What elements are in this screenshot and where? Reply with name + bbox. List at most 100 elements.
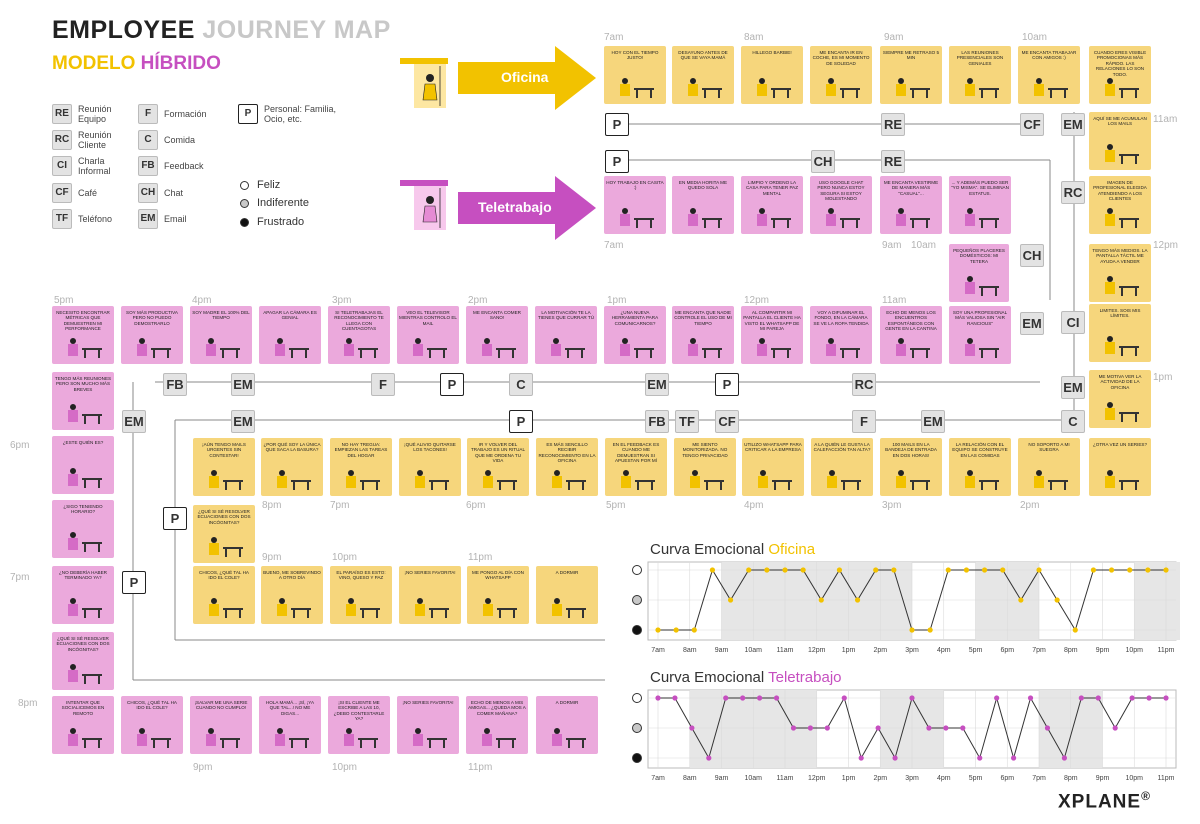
chart-point (655, 627, 661, 633)
remote-panel-r3: SI TELETRABAJAS EL RECONOCIMIENTO TE LLE… (328, 306, 390, 364)
chart-point (824, 725, 830, 731)
remote-panel-r6: CHICOS, ¿QUÉ TAL HA IDO EL COLE? (121, 696, 183, 754)
legend-code: CH (138, 183, 158, 203)
legend-frustrated: Frustrado (240, 216, 304, 228)
person-icon (271, 598, 311, 618)
chart-point (672, 695, 678, 701)
activity-badge: RC (852, 373, 876, 396)
person-icon (1099, 78, 1139, 98)
time-label: 3pm (882, 500, 902, 511)
legend-code-p: P (238, 104, 258, 124)
office-panel-r5: A DORMIR (536, 566, 598, 624)
chart-x-tick-label: 11am (777, 775, 794, 782)
remote-panel-r2: ME ENCANTA VESTIRME DE MANERA MÁS "CASUA… (880, 176, 942, 234)
activity-badge: EM (1020, 312, 1044, 335)
panel-caption: ¿UNA NUEVA HERRAMIENTA PARA COMUNICARNOS… (611, 310, 659, 326)
panel-caption: ME SIENTO MONITORIZADA. NO TENGO PRIVACI… (682, 442, 728, 458)
person-icon (62, 338, 102, 358)
person-icon (338, 728, 378, 748)
activity-badge: CF (715, 410, 739, 433)
office-panel-r4: ¡AÚN TENGO MAILS URGENTES SIN CONTESTAR! (193, 438, 255, 496)
chart-level-feliz-icon (632, 693, 642, 703)
office-panel-r1: DESAYUNO ANTES DE QUE SE VAYA MAMÁ (672, 46, 734, 104)
time-label: 1pm (1153, 372, 1173, 383)
remote-panel-r6: A DORMIR (536, 696, 598, 754)
remote-panel-r6: ECHO DE MENOS A MIS AMIGAS... ¿QUEDA MOS… (466, 696, 528, 754)
office-panel-r4: 100 MAILS EN LA BANDEJA DE ENTRADA EN DO… (880, 438, 942, 496)
remote-panel-r2: HOY TRABAJO EN CASITA :) (604, 176, 666, 234)
panel-caption: NO HAY TREGUA: EMPIEZAN LAS TAREAS DEL H… (334, 442, 388, 458)
remote-panel-r3: LA MOTIVACIÓN TE LA TIENES QUE CURRAR TÚ (535, 306, 597, 364)
chart-point (807, 725, 813, 731)
remote-panel-left: ¿SIGO TENIENDO HORARIO? (52, 500, 114, 558)
remote-panel-r3: VOY A DIFUMINAR EL FONDO, EN LA CÁMARA S… (810, 306, 872, 364)
person-icon (1028, 78, 1068, 98)
brand-mark: ® (1141, 789, 1151, 803)
panel-caption: A DORMIR (555, 570, 579, 575)
person-icon (1028, 470, 1068, 490)
remote-panel-r2: LIMPIO Y ORDENO LA CASA PARA TENER PAZ M… (741, 176, 803, 234)
remote-panel-r3: ME ENCANTA COMER SANO! (466, 306, 528, 364)
chart-point (1054, 597, 1060, 603)
person-icon (1099, 144, 1139, 164)
panel-caption: ECHO DE MENOS A MIS AMIGAS... ¿QUEDA MOS… (468, 700, 526, 716)
chart-x-tick-label: 3pm (905, 647, 919, 654)
person-icon (476, 338, 516, 358)
legend-neutral-label: Indiferente (257, 197, 309, 209)
chart-level-frustrado-icon (632, 625, 642, 635)
office-panel-r4: ¿POR QUÉ SOY LA ÚNICA QUE SACA LA BASURA… (261, 438, 323, 496)
legend-label: Formación (164, 109, 207, 119)
panel-caption: ¡NO SERIES FAVORITA! (404, 570, 456, 575)
chart-point (858, 755, 864, 761)
chart-office-title-highlight: Oficina (768, 541, 816, 558)
activity-badge: EM (645, 373, 669, 396)
chart-point (960, 725, 966, 731)
person-icon (890, 78, 930, 98)
remote-panel-r3: APAGAR LA CÁMARA ES GENIAL (259, 306, 321, 364)
remote-panel-r6: HOLA MAMÁ... ¡SÍ, ¡YA QUE TAL...! NO ME … (259, 696, 321, 754)
office-panel-r1: HILLEGO BARBIE! (741, 46, 803, 104)
activity-badge: P (122, 571, 146, 594)
person-icon (890, 208, 930, 228)
person-icon (62, 404, 102, 424)
person-icon (1099, 402, 1139, 422)
office-arrow-icon (458, 46, 596, 110)
chart-remote-title: Curva Emocional Teletrabajo (650, 669, 842, 686)
time-label: 11am (882, 295, 907, 306)
person-icon (682, 208, 722, 228)
legend-code: EM (138, 209, 158, 229)
person-icon (890, 338, 930, 358)
office-panel-r1: CUANDO ERES VISIBLE PROMOCIONAS MÁS RÁPI… (1089, 46, 1151, 104)
person-icon (614, 208, 654, 228)
panel-caption: A DORMIR (555, 700, 579, 705)
chart-point (764, 567, 770, 573)
activity-badge: RE (881, 113, 905, 136)
office-panel-r4: NO HAY TREGUA: EMPIEZAN LAS TAREAS DEL H… (330, 438, 392, 496)
time-label: 12pm (744, 295, 770, 306)
chart-x-tick-label: 7am (651, 647, 665, 654)
office-panel-r1: ME ENCANTA TRABAJAR CON AMIGOS :) (1018, 46, 1080, 104)
office-panel-right: TENGO MÁS MEDIOS. LA PANTALLA TÁCTIL ME … (1089, 244, 1151, 302)
activity-badge: F (371, 373, 395, 396)
activity-badge: CI (1061, 311, 1085, 334)
person-icon (409, 470, 449, 490)
legend-personal-label: Personal: Familia, Ocio, etc. (264, 104, 337, 124)
chart-point (841, 695, 847, 701)
chart-point (1044, 725, 1051, 731)
legend-code: FB (138, 156, 158, 176)
panel-caption: DESAYUNO ANTES DE QUE SE VAYA MAMÁ (678, 50, 728, 61)
remote-panel-r6: ¡NO SERIES FAVORITA! (397, 696, 459, 754)
panel-caption: ¿SIGO TENIENDO HORARIO? (63, 504, 103, 515)
legend-label: Reunión Equipo (78, 104, 112, 124)
chart-x-tick-label: 10pm (1125, 647, 1143, 654)
time-label: 7am (604, 240, 624, 251)
chart-point (757, 695, 763, 701)
activity-badge: FB (163, 373, 187, 396)
panel-caption: SOY MÁS PRODUCTIVA PERO NO PUEDO DEMOSTR… (126, 310, 178, 326)
legend-label: Charla Informal (78, 156, 111, 176)
chart-point (875, 725, 881, 731)
